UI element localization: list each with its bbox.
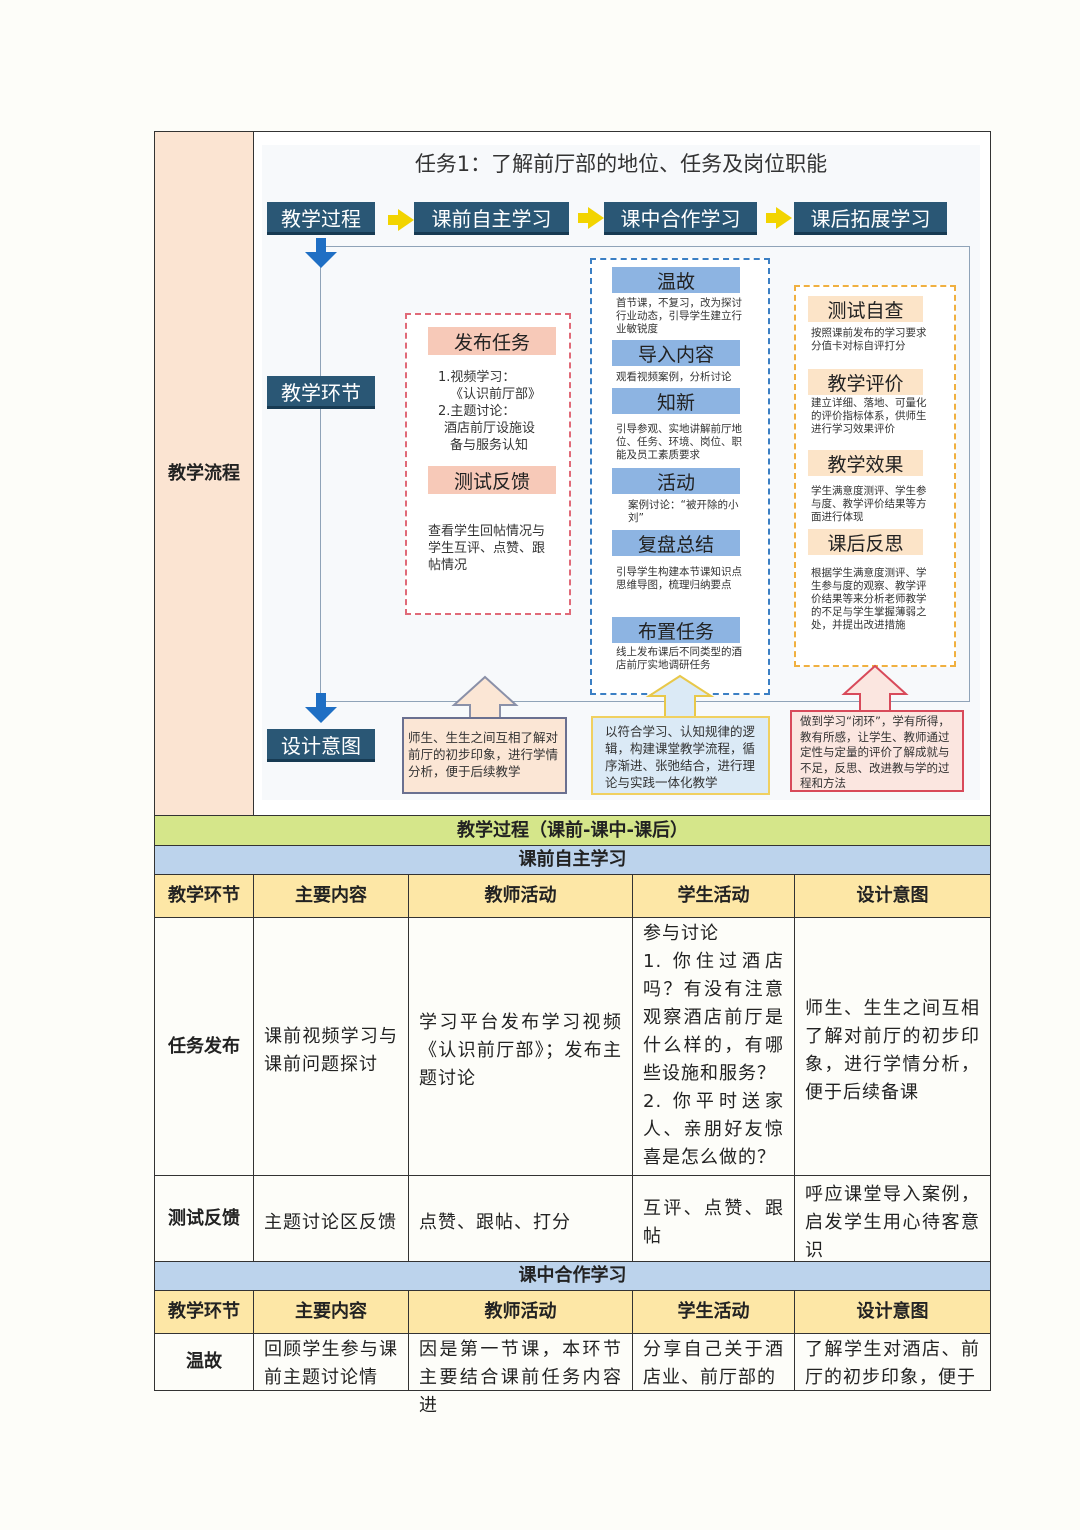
- flow-post-class: 课后拓展学习: [794, 202, 947, 235]
- table-cell: 学习平台发布学习视频《认识前厅部》；发布主题讨论: [408, 917, 633, 1176]
- row-label: 测试反馈: [154, 1175, 254, 1262]
- post-class-text: 根据学生满意度测评、学生参与度的观察、教学评价结果等来分析老师教学的不足与学生掌…: [811, 567, 927, 631]
- post-class-text: 按照课前发布的学习要求分值卡对标自评打分: [811, 327, 927, 352]
- arrow-down-icon: [305, 707, 337, 723]
- text-line: 酒店前厅设施设: [444, 421, 536, 436]
- arrow-right-icon: [766, 207, 792, 229]
- intent-pre: 师生、生生之间互相了解对前厅的初步印象，进行学情分析，便于后续教学: [402, 717, 567, 794]
- column-header: 设计意图: [794, 1290, 991, 1334]
- in-class-heading: 活动: [612, 468, 740, 494]
- section-in-class: 课中合作学习: [154, 1261, 991, 1291]
- flow-teaching-process: 教学过程: [267, 202, 375, 235]
- in-class-text: 线上发布课后不同类型的酒店前厅实地调研任务: [616, 646, 742, 671]
- post-class-heading: 教学效果: [808, 450, 923, 476]
- post-class-heading: 测试自查: [808, 296, 923, 322]
- table-cell: 了解学生对酒店、前厅的初步印象，便于: [794, 1333, 991, 1391]
- post-class-heading: 课后反思: [808, 529, 923, 555]
- row-label: 温故: [154, 1333, 254, 1391]
- in-class-text: 案例讨论：“被开除的小刘”: [628, 499, 739, 524]
- intent-post: 做到学习“闭环”，学有所得，教有所感，让学生、教师通过定性与定量的评价了解成就与…: [790, 710, 964, 792]
- column-header: 教学环节: [154, 874, 254, 918]
- text-line: 《认识前厅部》: [450, 387, 542, 402]
- arrow-down-icon: [316, 693, 326, 707]
- in-class-heading: 知新: [612, 388, 740, 414]
- section-pre-class: 课前自主学习: [154, 845, 991, 875]
- table-cell: 回顾学生参与课前主题讨论情: [253, 1333, 409, 1391]
- table-cell: 参与讨论 1. 你住过酒店吗？有没有注意观察酒店前厅是什么样的，有哪些设施和服务…: [632, 917, 795, 1176]
- post-class-text: 建立详细、落地、可量化的评价指标体系，供师生进行学习效果评价: [811, 397, 927, 435]
- pre-class-box: [405, 313, 571, 615]
- pre-heading-feedback: 测试反馈: [428, 466, 556, 494]
- post-class-text: 学生满意度测评、学生参与度、教学评价结果等方面进行体现: [811, 485, 927, 523]
- in-class-text: 引导学生构建本节课知识点思维导图，梳理归纳要点: [616, 566, 742, 591]
- in-class-heading: 导入内容: [612, 340, 740, 366]
- stage-design-intent: 设计意图: [267, 729, 375, 762]
- text-line: 1.视频学习：: [438, 370, 516, 385]
- table-cell: 课前视频学习与课前问题探讨: [253, 917, 409, 1176]
- table-title: 教学过程（课前-课中-课后）: [154, 815, 991, 846]
- side-label: 教学流程: [154, 131, 254, 816]
- pre-text-feedback: 查看学生回帖情况与学生互评、点赞、跟帖情况: [428, 524, 546, 573]
- flow-pre-class: 课前自主学习: [414, 202, 569, 235]
- connector-line: [320, 701, 970, 702]
- arrow-right-icon: [578, 207, 604, 229]
- text-line: 2.主题讨论：: [438, 404, 516, 419]
- arrow-up-icon: [645, 674, 715, 719]
- column-header: 学生活动: [632, 874, 795, 918]
- row-label: 任务发布: [154, 917, 254, 1176]
- table-cell: 主题讨论区反馈: [253, 1175, 409, 1262]
- table-cell: 分享自己关于酒店业、前厅部的: [632, 1333, 795, 1391]
- arrow-up-icon: [451, 675, 519, 720]
- column-header: 教师活动: [408, 1290, 633, 1334]
- in-class-text: 观看视频案例，分析讨论: [616, 371, 732, 383]
- text-line: 备与服务认知: [450, 438, 529, 453]
- table-cell: 互评、点赞、跟帖: [632, 1175, 795, 1262]
- stage-teaching-link: 教学环节: [267, 376, 375, 409]
- arrow-down-icon: [305, 252, 337, 268]
- arrow-up-icon: [841, 664, 909, 714]
- column-header: 主要内容: [253, 1290, 409, 1334]
- table-cell: 点赞、跟帖、打分: [408, 1175, 633, 1262]
- pre-text-publish: 1.视频学习： 《认识前厅部》 2.主题讨论： 酒店前厅设施设 备与服务认知: [438, 369, 541, 454]
- column-header: 教师活动: [408, 874, 633, 918]
- flow-in-class: 课中合作学习: [604, 202, 757, 235]
- column-header: 设计意图: [794, 874, 991, 918]
- pre-heading-publish: 发布任务: [428, 327, 556, 355]
- connector-frame: [320, 246, 970, 701]
- table-cell: 因是第一节课，本环节主要结合课前任务内容进: [408, 1333, 633, 1416]
- column-header: 主要内容: [253, 874, 409, 918]
- post-class-box: [794, 285, 956, 667]
- in-class-heading: 布置任务: [612, 617, 740, 643]
- diagram-title: 任务1：了解前厅部的地位、任务及岗位职能: [414, 152, 828, 176]
- intent-in: 以符合学习、认知规律的逻辑，构建课堂教学流程，循序渐进、张弛结合，进行理论与实践…: [591, 716, 770, 795]
- in-class-heading: 复盘总结: [612, 530, 740, 556]
- in-class-heading: 温故: [612, 267, 740, 293]
- post-class-heading: 教学评价: [808, 369, 923, 395]
- arrow-down-icon: [316, 238, 326, 252]
- arrow-right-icon: [388, 209, 414, 231]
- column-header: 教学环节: [154, 1290, 254, 1334]
- column-header: 学生活动: [632, 1290, 795, 1334]
- in-class-text: 首节课，不复习，改为探讨行业动态，引导学生建立行业敏锐度: [616, 297, 742, 335]
- in-class-text: 引导参观、实地讲解前厅地位、任务、环境、岗位、职能及员工素质要求: [616, 423, 742, 461]
- table-cell: 呼应课堂导入案例，启发学生用心待客意识: [794, 1175, 991, 1262]
- table-cell: 师生、生生之间互相了解对前厅的初步印象，进行学情分析，便于后续备课: [794, 917, 991, 1176]
